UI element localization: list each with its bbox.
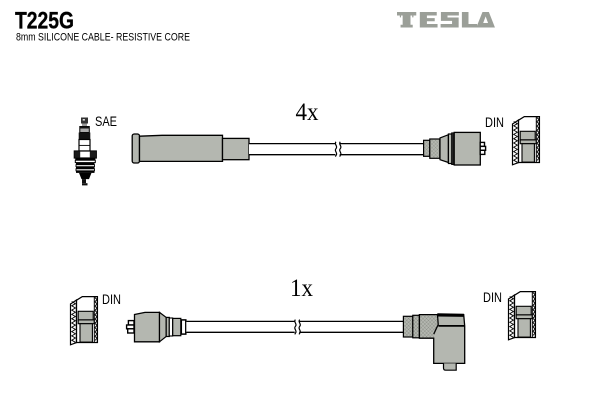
svg-text:T225G: T225G	[15, 7, 74, 34]
svg-text:DIN: DIN	[483, 289, 502, 305]
svg-text:1x: 1x	[290, 273, 313, 302]
svg-text:SAE: SAE	[95, 113, 117, 129]
svg-text:4x: 4x	[296, 97, 319, 126]
svg-text:DIN: DIN	[102, 291, 121, 307]
svg-text:8mm SILICONE CABLE- RESISTIVE: 8mm SILICONE CABLE- RESISTIVE CORE	[16, 32, 190, 44]
svg-text:DIN: DIN	[485, 114, 504, 130]
